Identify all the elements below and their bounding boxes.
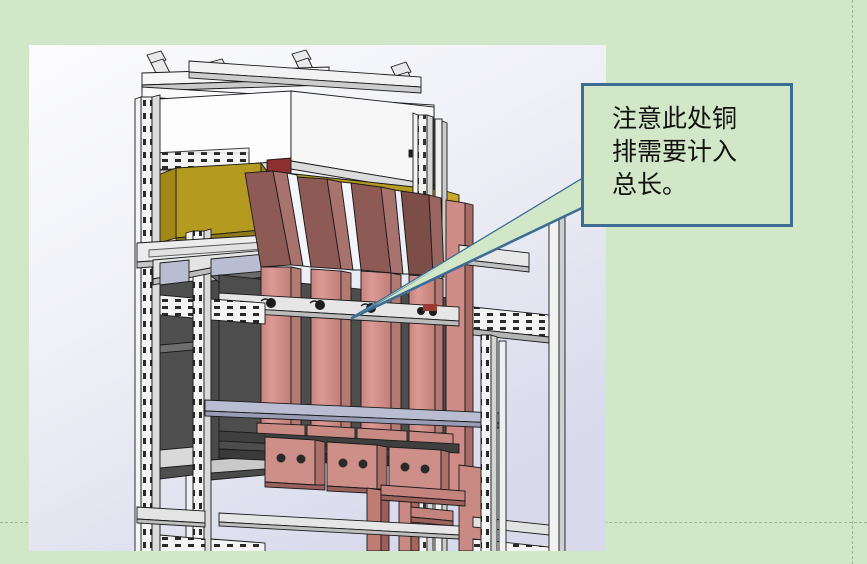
callout-text: 注意此处铜 排需要计入 总长。 bbox=[612, 104, 738, 199]
callout-box[interactable]: 注意此处铜 排需要计入 总长。 bbox=[581, 83, 793, 227]
vertical-guide-line bbox=[852, 0, 853, 564]
cad-screenshot-image[interactable] bbox=[29, 45, 606, 551]
